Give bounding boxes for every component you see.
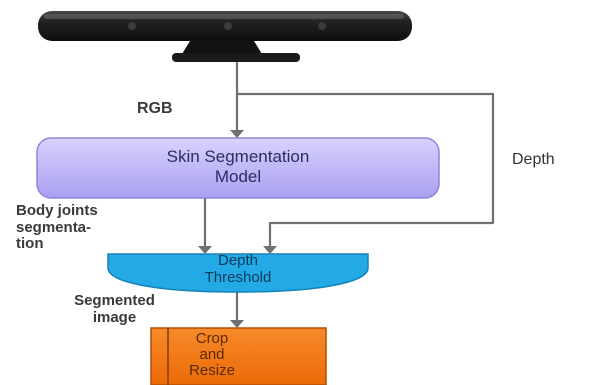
- crop-resize-label-line-2: and: [199, 345, 225, 363]
- depth-label-text: Depth: [512, 151, 555, 168]
- body-joints-label-line-3: tion: [16, 235, 44, 252]
- segmented-image-label: Segmented image: [22, 292, 207, 326]
- crop-resize-label-line-3: Resize: [189, 361, 235, 379]
- depth-connector: [235, 92, 495, 250]
- body-joints-label: Body joints segmenta- tion: [16, 202, 98, 253]
- depth-threshold-label-line-1: Depth: [217, 252, 259, 269]
- rgb-label-text: RGB: [137, 100, 173, 117]
- crop-resize-node: [150, 327, 327, 385]
- skin-segmentation-label: Skin Segmentation Model: [37, 147, 439, 186]
- crop-resize-label: Crop and Resize: [172, 331, 252, 378]
- segmented-image-label-line-1: Segmented: [74, 292, 155, 309]
- depth-threshold-label-line-2: Threshold: [204, 269, 272, 287]
- body-joints-arrowhead: [198, 246, 212, 254]
- segmented-image-arrowhead: [230, 320, 244, 328]
- kinect-sensor-icon: [38, 11, 412, 62]
- skin-segmentation-node: [36, 137, 440, 199]
- skin-segmentation-label-line-2: Model: [214, 166, 262, 186]
- segmented-image-label-line-2: image: [92, 308, 137, 326]
- depth-threshold-label: Depth Threshold: [108, 252, 368, 287]
- depth-arrowhead: [263, 246, 277, 254]
- body-joints-label-line-2: segmenta-: [16, 218, 92, 236]
- rgb-arrowhead: [230, 130, 244, 138]
- crop-resize-label-line-1: Crop: [195, 330, 229, 347]
- body-joints-label-line-1: Body joints: [16, 202, 98, 219]
- depth-threshold-node: [107, 253, 369, 293]
- rgb-label: RGB: [137, 100, 173, 118]
- skin-segmentation-label-line-1: Skin Segmentation: [166, 147, 310, 166]
- depth-label: Depth: [512, 151, 555, 169]
